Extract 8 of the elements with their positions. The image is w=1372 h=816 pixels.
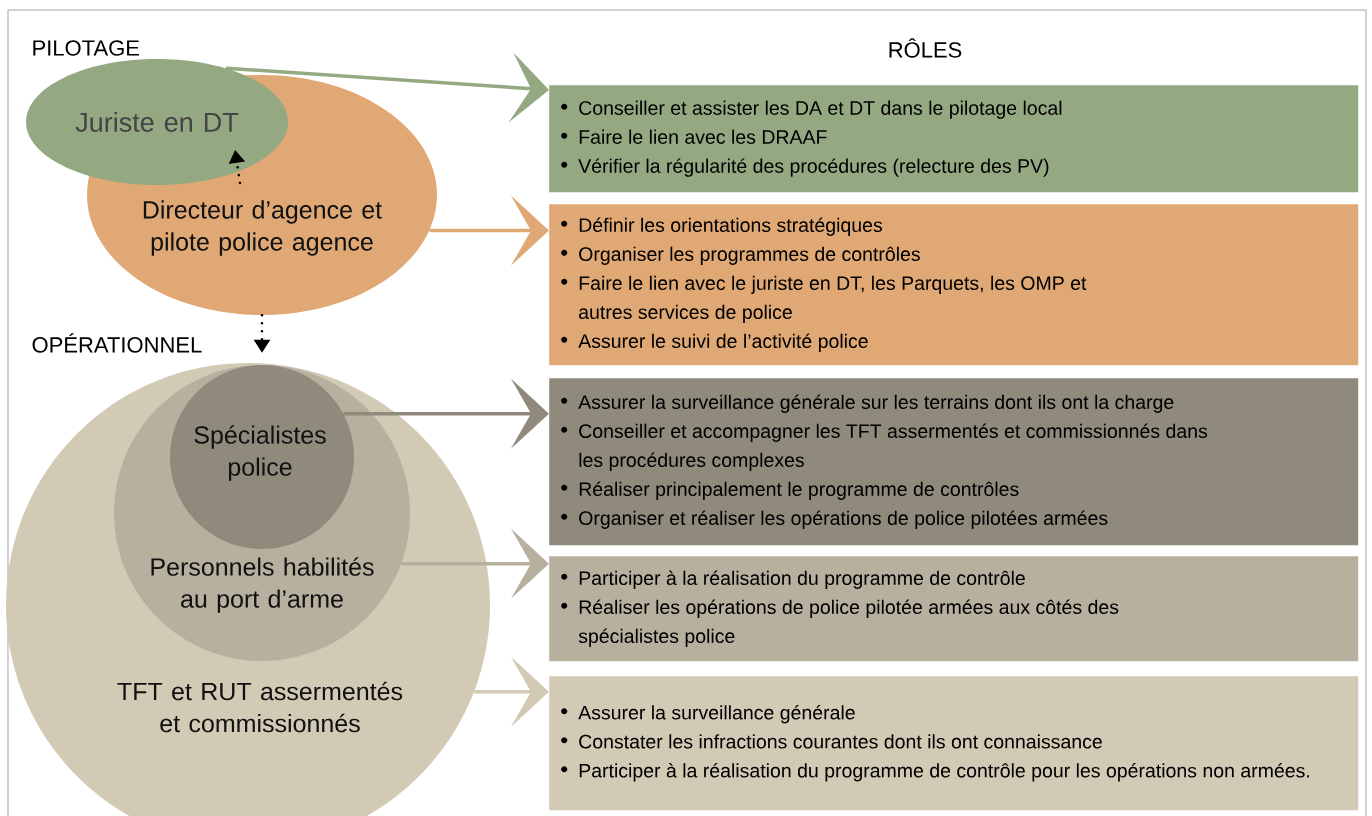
role-box: Participer à la réalisation du programme de contrôle Réaliser les opérations de police pilotée armées aux côtés des spécialistes police <box>549 556 1359 662</box>
section-heading: OPÉRATIONNEL <box>32 333 202 353</box>
role-box: Assurer la surveillance générale sur les terrains dont ils ont la charge Conseiller et accompagner les TFT assermentés et commissionnés dans les procédures complexes Réaliser principalement le programme de contrôles Organiser et réaliser les opérations de police pilotées armées <box>549 378 1359 546</box>
role-box: Définir les orientations stratégiques Organiser les programmes de contrôles Faire le lien avec le juriste en DT, les Parquets, les OMP et autres services de police Assurer le suivi de l’activité police <box>549 204 1359 366</box>
role-box: Conseiller et assister les DA et DT dans le pilotage local Faire le lien avec les DRAAF Vérifier la régularité des procédures (relecture des PV) <box>549 85 1359 193</box>
section-heading: PILOTAGE <box>33 40 139 56</box>
section-heading: RÔLES <box>889 38 962 58</box>
role-box: Assurer la surveillance générale Constater les infractions courantes dont ils ont connaissance Participer à la réalisation du programme de contrôle pour les opérations non armées. <box>549 676 1359 811</box>
